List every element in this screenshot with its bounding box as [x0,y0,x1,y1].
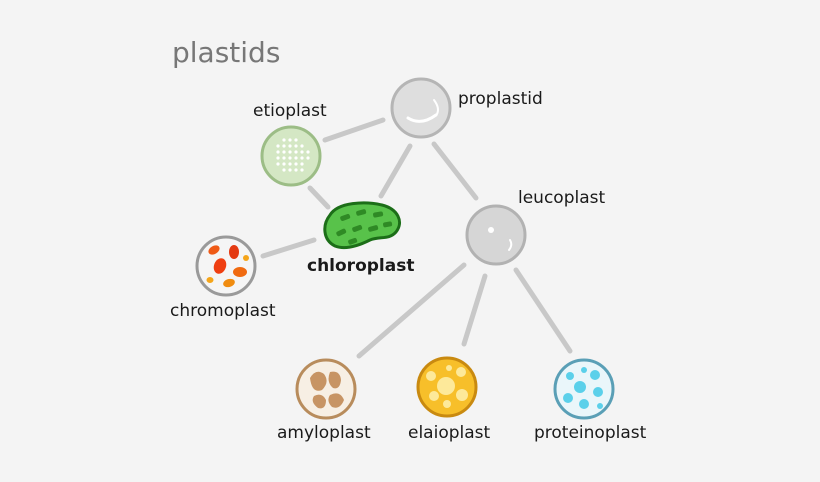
connector-leucoplast-proteinoplast [513,267,573,354]
etioplast-shape [260,125,322,187]
connectors [260,117,573,359]
etioplast-speckle [288,162,292,166]
etioplast-speckle [282,144,286,148]
leucoplast-shape [465,204,527,266]
proplastid-shape [390,77,452,139]
label-etioplast: etioplast [253,101,327,121]
proteinoplast-shape [553,358,615,420]
label-proplastid: proplastid [458,89,543,109]
etioplast-speckle [300,150,304,154]
etioplast-speckle [288,144,292,148]
etioplast-speckle [282,138,286,142]
connector-leucoplast-amyloplast [356,262,467,359]
etioplast-speckle [294,162,298,166]
label-chromoplast: chromoplast [170,301,276,321]
etioplast-speckle [300,168,304,172]
etioplast-speckle [288,156,292,160]
diagram-title: plastids [172,36,281,69]
etioplast-speckle [306,156,310,160]
connector-proplastid-chloroplast [378,143,413,199]
connector-proplastid-etioplast [322,117,386,143]
etioplast-speckle [294,168,298,172]
label-chloroplast: chloroplast [307,256,415,276]
etioplast-speckle [276,156,280,160]
label-amyloplast: amyloplast [277,423,371,443]
etioplast-speckle [288,150,292,154]
etioplast-speckle [282,162,286,166]
etioplast-speckle [300,144,304,148]
etioplast-speckle [300,156,304,160]
etioplast-speckle [276,150,280,154]
etioplast-speckle [294,144,298,148]
label-elaioplast: elaioplast [408,423,491,443]
label-proteinoplast: proteinoplast [534,423,647,443]
connector-etioplast-chloroplast [307,185,331,210]
connector-proplastid-leucoplast [431,141,479,201]
connector-chloroplast-chromoplast [260,237,317,259]
etioplast-speckle [282,168,286,172]
elaioplast-shape [416,356,478,418]
etioplast-speckle [282,156,286,160]
chloroplast-shape [323,201,401,250]
etioplast-speckle [288,138,292,142]
connector-leucoplast-elaioplast [461,273,488,347]
etioplast-speckle [288,168,292,172]
amyloplast-shape [295,358,357,420]
etioplast-speckle [306,150,310,154]
etioplast-speckle [282,150,286,154]
etioplast-speckle [294,138,298,142]
label-leucoplast: leucoplast [518,188,606,208]
etioplast-speckle [276,162,280,166]
chromoplast-shape [195,235,257,297]
etioplast-speckle [276,144,280,148]
etioplast-speckle [300,162,304,166]
etioplast-speckle [294,156,298,160]
etioplast-speckle [294,150,298,154]
